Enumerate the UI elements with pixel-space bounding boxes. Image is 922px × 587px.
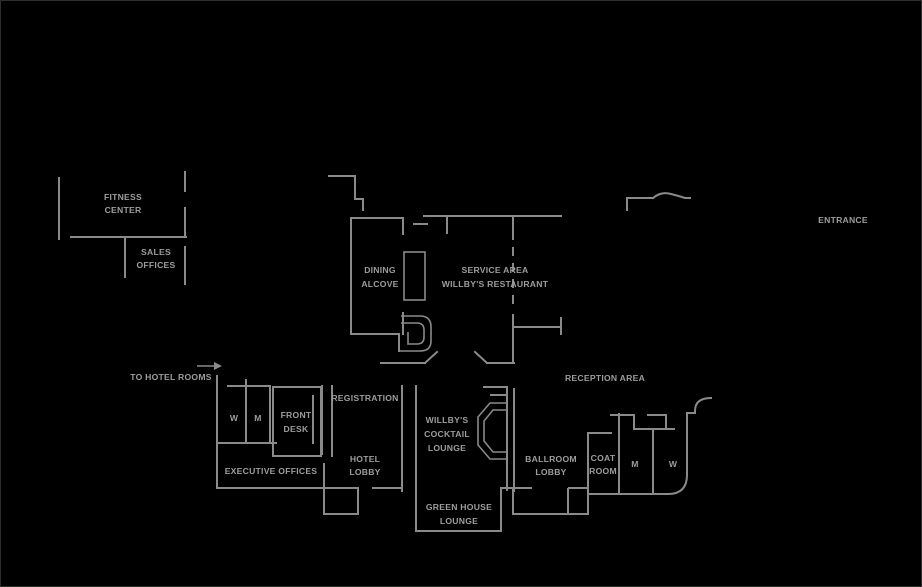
service-station-outer [399,315,432,352]
service-station-inner [401,322,425,345]
label-dining-alcove-line2: ALCOVE [361,279,398,289]
label-green-house-lounge-line2: LOUNGE [440,516,478,526]
label-front-desk-line1: FRONT [281,410,312,420]
buffet-counter [403,251,426,301]
label-hotel-lobby-line1: HOTEL [350,454,380,464]
label-sales-offices-line1: SALES [141,247,171,257]
label-to-hotel-rooms: TO HOTEL ROOMS [130,372,212,382]
curved-wall [666,396,713,496]
entrance-canopy [651,192,691,200]
label-coat-room-line2: ROOM [589,466,617,476]
label-registration: REGISTRATION [331,393,398,403]
bar-octagon-inner [483,409,507,453]
label-restroom-w-east: W [669,459,678,469]
label-dining-alcove-line1: DINING [364,265,396,275]
to-hotel-rooms-arrow-icon [197,362,222,370]
label-fitness-center-line2: CENTER [105,205,142,215]
bar-octagon-outer [477,402,507,460]
label-reception-area: RECEPTION AREA [565,373,645,383]
label-fitness-center-line1: FITNESS [104,192,142,202]
label-restroom-m-east: M [631,459,638,469]
label-service-area-line2: WILLBY'S RESTAURANT [442,279,549,289]
label-executive-offices: EXECUTIVE OFFICES [225,466,318,476]
label-service-area-line1: SERVICE AREA [462,265,529,275]
label-cocktail-lounge-line2: COCKTAIL [424,429,470,439]
label-entrance: ENTRANCE [818,215,868,225]
front-desk-outline [272,386,322,457]
label-restroom-w-west: W [230,413,239,423]
label-green-house-lounge-line1: GREEN HOUSE [426,502,492,512]
label-hotel-lobby-line2: LOBBY [349,467,380,477]
label-restroom-m-west: M [254,413,261,423]
label-ballroom-lobby-line2: LOBBY [535,467,566,477]
label-coat-room-line1: COAT [591,453,616,463]
label-front-desk-line2: DESK [284,424,309,434]
label-ballroom-lobby-line1: BALLROOM [525,454,577,464]
label-cocktail-lounge-line3: LOUNGE [428,443,466,453]
label-cocktail-lounge-line1: WILLBY'S [426,415,469,425]
label-sales-offices-line2: OFFICES [137,260,176,270]
walls [58,171,675,532]
